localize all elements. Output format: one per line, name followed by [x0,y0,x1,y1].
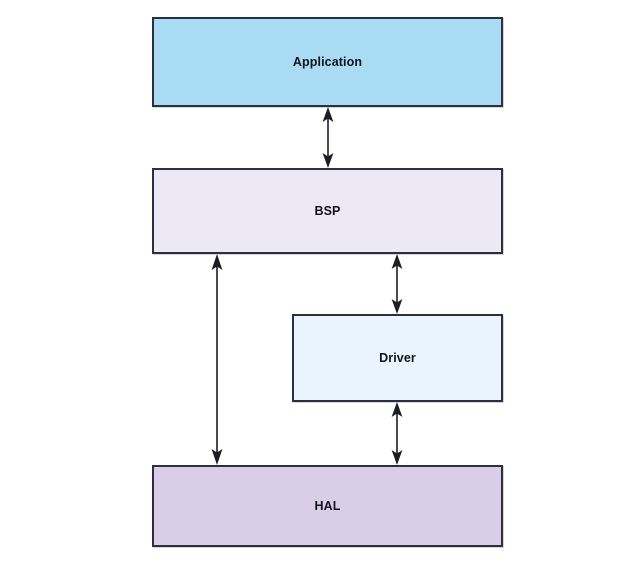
node-bsp[interactable]: BSP [152,168,503,254]
node-driver[interactable]: Driver [292,314,503,402]
node-driver-label: Driver [379,350,416,365]
node-application-label: Application [292,54,363,69]
node-hal[interactable]: HAL [152,465,503,547]
node-hal-label: HAL [314,498,341,513]
edge-bsp-hal [211,254,223,465]
node-application[interactable]: Application [152,17,503,107]
node-bsp-label: BSP [314,203,341,218]
edge-driver-hal [391,402,403,465]
edge-application-bsp [322,107,334,168]
edge-bsp-driver [391,254,403,314]
